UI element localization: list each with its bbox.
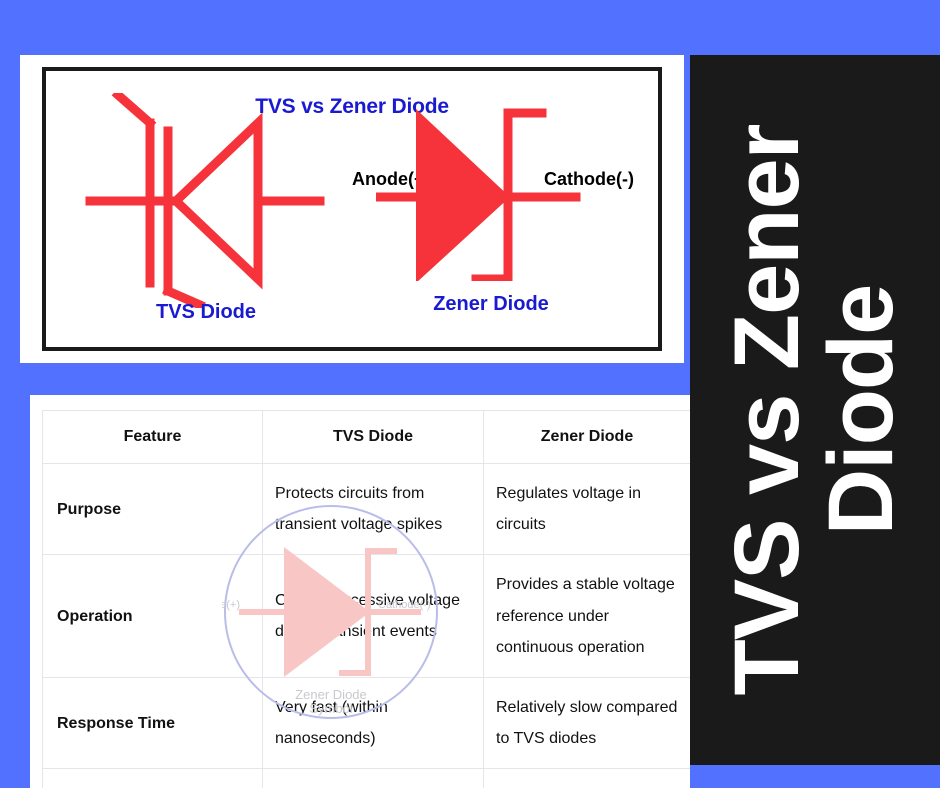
tvs-diode-symbol: [85, 93, 325, 308]
cell-feature: Response Time: [42, 677, 263, 770]
cell-zener: Regulates voltage in circuits: [483, 463, 690, 556]
comparison-table: Feature TVS Diode Zener Diode Purpose Pr…: [42, 410, 690, 788]
diagram-title: TVS vs Zener Diode: [255, 95, 449, 118]
cell-tvs: Very fast (within nanoseconds): [262, 677, 484, 770]
cathode-label: Cathode(-): [544, 169, 634, 189]
vertical-title-panel: TVS vs Zener Diode: [690, 55, 940, 765]
cell-feature: Operation: [42, 554, 263, 678]
column-header-tvs-diode: TVS Diode: [262, 410, 484, 464]
cell-feature: [42, 768, 263, 788]
zener-diode-caption: Zener Diode: [433, 293, 549, 315]
anode-label: Anode(+): [352, 169, 431, 189]
tvs-diode-caption: TVS Diode: [155, 301, 256, 323]
column-header-feature: Feature: [42, 410, 263, 464]
table-row: Designed for short: [42, 768, 690, 788]
zener-diode-symbol: [376, 108, 581, 281]
cell-tvs: Designed for short: [262, 768, 484, 788]
cell-zener: Relatively slow compared to TVS diodes: [483, 677, 690, 770]
table-header-row: Feature TVS Diode Zener Diode: [42, 410, 690, 464]
table-row: Response Time Very fast (within nanoseco…: [42, 677, 690, 770]
column-header-zener-diode: Zener Diode: [483, 410, 690, 464]
poster-title: TVS vs Zener Diode: [716, 124, 912, 696]
cell-zener: Provides a stable voltage reference unde…: [483, 554, 690, 678]
cell-tvs: Protects circuits from transient voltage…: [262, 463, 484, 556]
diagram-card: TVS vs Zener Diode Anode(+) Cathode(-): [20, 55, 684, 363]
diagram-frame: TVS vs Zener Diode Anode(+) Cathode(-): [42, 67, 662, 351]
cell-feature: Purpose: [42, 463, 263, 556]
cell-zener: [483, 768, 690, 788]
comparison-table-card: Feature TVS Diode Zener Diode Purpose Pr…: [30, 395, 690, 788]
table-row: Operation Clamps excessive voltage durin…: [42, 554, 690, 678]
table-row: Purpose Protects circuits from transient…: [42, 463, 690, 556]
cell-tvs: Clamps excessive voltage during transien…: [262, 554, 484, 678]
